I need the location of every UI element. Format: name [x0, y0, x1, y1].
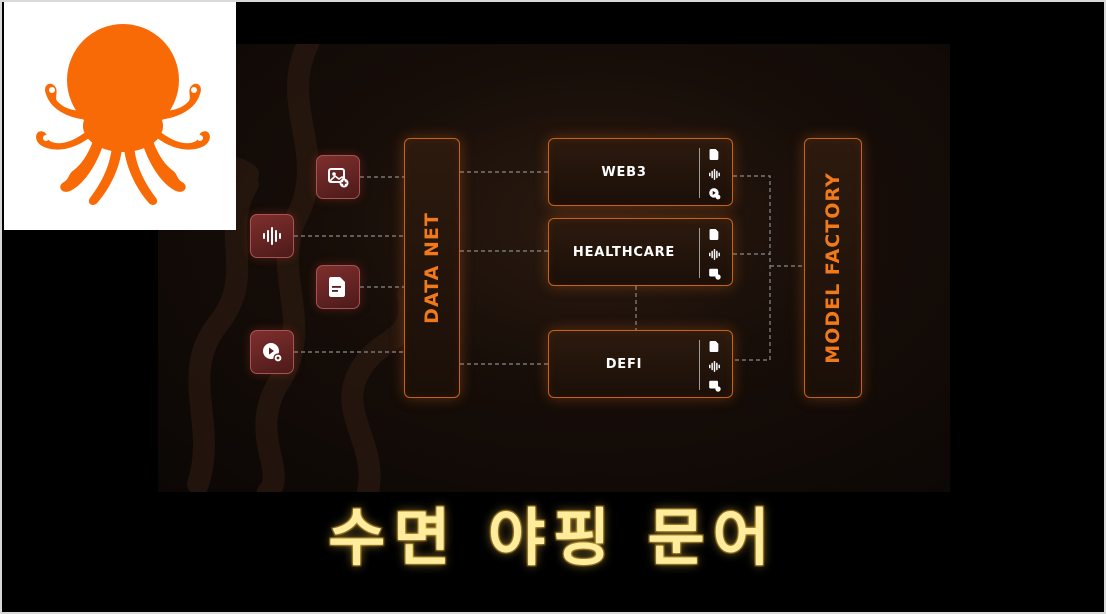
logo-panel [4, 2, 236, 230]
category-label-web3: WEB3 [601, 164, 647, 180]
category-box-defi: DEFI [548, 330, 733, 398]
category-box-web3: WEB3 [548, 138, 733, 206]
image-add-icon [328, 168, 349, 188]
category-icons [706, 148, 722, 200]
category-box-healthcare: HEALTHCARE [548, 218, 733, 286]
document-icon [709, 341, 718, 352]
video-settings-icon [708, 188, 720, 200]
model-factory-box: MODEL FACTORY [804, 138, 862, 398]
source-video-icon [250, 330, 294, 374]
source-document-icon [316, 265, 360, 309]
document-icon [709, 229, 718, 240]
connector-categories-bracket [733, 175, 771, 361]
document-icon [709, 149, 718, 160]
document-icon [329, 277, 345, 297]
category-icons [706, 340, 722, 392]
audio-waveform-icon [708, 248, 720, 260]
audio-waveform-icon [263, 227, 281, 245]
caption-text: 수면 야핑 문어 [327, 500, 778, 576]
category-label-healthcare: HEALTHCARE [572, 244, 676, 260]
audio-waveform-icon [708, 168, 720, 180]
source-image-icon [316, 155, 360, 199]
video-settings-icon [263, 343, 283, 363]
category-divider [699, 340, 700, 390]
category-divider [699, 228, 700, 278]
category-divider [699, 148, 700, 198]
audio-waveform-icon [708, 360, 720, 372]
category-icons [706, 228, 722, 280]
source-audio-icon [250, 214, 294, 258]
category-label-defi: DEFI [605, 356, 643, 372]
image-add-icon [708, 380, 721, 392]
model-factory-label: MODEL FACTORY [822, 172, 844, 364]
data-net-box: DATA NET [404, 138, 460, 398]
octopus-logo-icon [36, 24, 210, 205]
data-net-label: DATA NET [421, 212, 443, 324]
image-add-icon [708, 268, 721, 280]
